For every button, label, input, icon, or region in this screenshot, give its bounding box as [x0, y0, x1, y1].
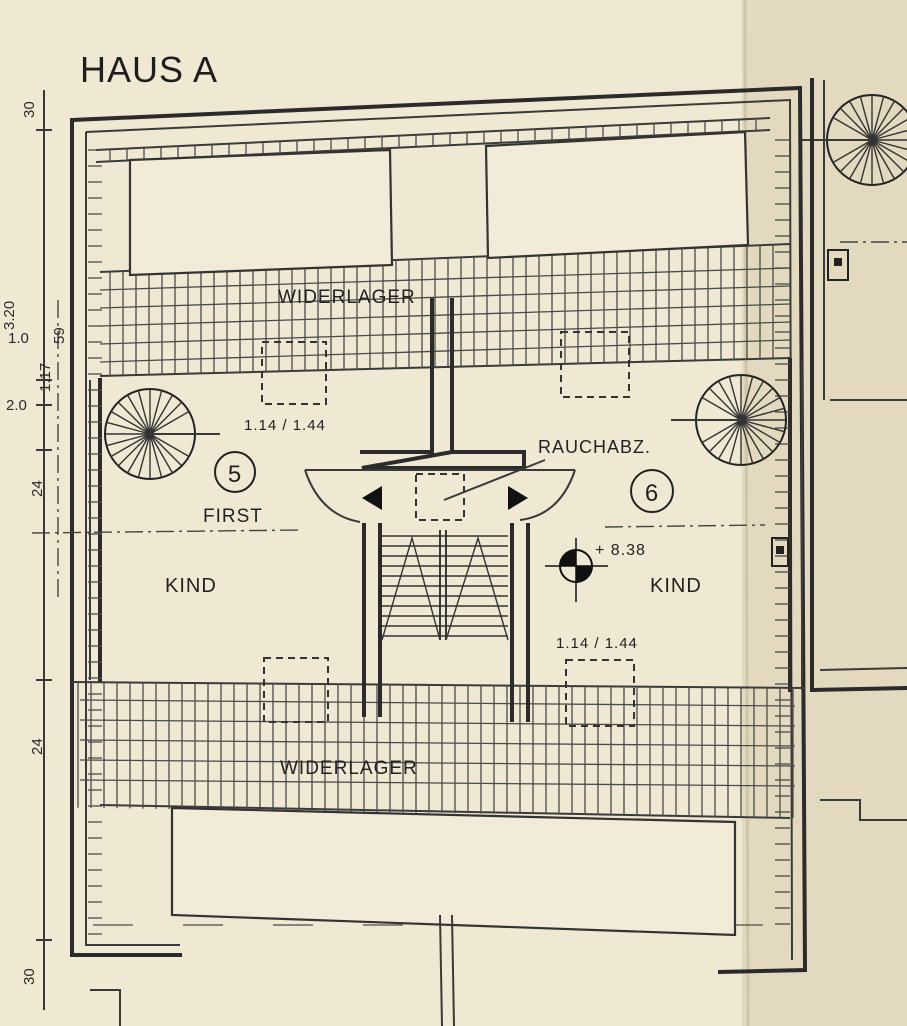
dim-1-0: 1.0 [8, 330, 29, 347]
dim-24-lower: 24 [29, 738, 46, 755]
label-room-5-name: KIND [165, 575, 217, 597]
lower-widerlager-hatch [71, 681, 806, 819]
label-first: FIRST [203, 506, 263, 527]
smoke-vent-opening [415, 473, 465, 521]
spiral-stairs [104, 94, 907, 480]
dim-30-top: 30 [21, 101, 38, 118]
room-5-marker: 5 [214, 451, 256, 493]
arrow-right-icon [508, 486, 528, 510]
svg-text:5: 5 [228, 461, 242, 488]
skylights [261, 331, 635, 727]
label-rauchabz: RAUCHABZ. [538, 437, 651, 457]
dimension-chain-left: 30 3.20 1.0 59 1.17 2.0 24 24 30 [1, 90, 68, 1010]
room-6-marker: 6 [630, 469, 674, 513]
label-level: + 8.38 [595, 542, 646, 559]
dim-30-bottom: 30 [21, 968, 38, 985]
ridge-line [31, 300, 766, 600]
dim-59: 59 [51, 327, 68, 344]
svg-text:6: 6 [645, 480, 659, 507]
label-widerlager-lower: WIDERLAGER [280, 758, 418, 779]
label-room-6-name: KIND [650, 575, 702, 597]
arrow-left-icon [362, 486, 382, 510]
adjacent-house-fragment [90, 78, 907, 1026]
dim-3-20: 3.20 [1, 301, 18, 330]
stair-core [304, 298, 576, 722]
dim-24-upper: 24 [29, 480, 46, 497]
label-window-size-left: 1.14 / 1.44 [244, 417, 326, 434]
level-marker-icon [545, 538, 608, 602]
label-window-size-right: 1.14 / 1.44 [556, 635, 638, 652]
dim-1-17: 1.17 [37, 363, 54, 392]
outer-walls [69, 85, 808, 975]
dim-2-0: 2.0 [6, 397, 27, 414]
plan-title: HAUS A [80, 49, 218, 90]
label-widerlager-upper: WIDERLAGER [278, 287, 416, 308]
side-hatch [88, 139, 790, 935]
roof-openings [128, 130, 750, 937]
